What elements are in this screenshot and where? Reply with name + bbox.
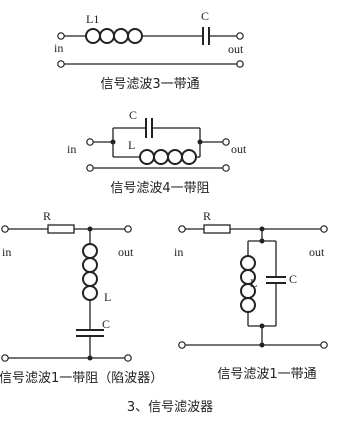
resistor-r xyxy=(47,224,75,234)
circuit-bandstop-parallel-tank: C L in out 信号滤波4一带阻 xyxy=(67,108,247,196)
inductor-l xyxy=(240,255,256,313)
capacitor-label: C xyxy=(129,108,137,122)
input-ground-terminal xyxy=(178,341,186,349)
input-label: in xyxy=(174,245,183,259)
capacitor-label: C xyxy=(289,272,297,286)
input-label: in xyxy=(54,41,63,55)
resistor-r xyxy=(203,224,231,234)
output-ground-terminal xyxy=(320,341,328,349)
inductor-label: L xyxy=(104,290,111,304)
capacitor-label: C xyxy=(102,317,110,331)
input-terminal xyxy=(86,138,94,146)
capacitor-c xyxy=(202,27,210,45)
input-ground-terminal xyxy=(1,354,9,362)
circuit-notch-filter: R L C in out 信号滤波1一带阻（陷波器） xyxy=(0,209,163,386)
output-label: out xyxy=(231,142,247,156)
input-label: in xyxy=(2,245,11,259)
circuit-caption: 信号滤波1一带阻（陷波器） xyxy=(0,371,163,386)
figure-caption: 3、信号滤波器 xyxy=(127,400,213,415)
input-ground-terminal xyxy=(57,60,65,68)
resistor-label: R xyxy=(203,209,211,223)
capacitor-c xyxy=(76,329,104,337)
input-terminal xyxy=(1,225,9,233)
circuit-bandpass-shunt-tank: R L C in out 信号滤波1一带通 xyxy=(174,209,328,382)
junction-dot xyxy=(110,139,116,145)
inductor-label: L1 xyxy=(86,12,99,26)
output-label: out xyxy=(118,245,134,259)
capacitor-c xyxy=(266,276,286,284)
inductor-label: L xyxy=(250,276,257,290)
output-terminal xyxy=(236,32,244,40)
output-ground-terminal xyxy=(124,354,132,362)
output-terminal xyxy=(124,225,132,233)
output-label: out xyxy=(228,42,244,56)
input-ground-terminal xyxy=(86,164,94,172)
inductor-l xyxy=(82,243,98,301)
circuit-caption: 信号滤波1一带通 xyxy=(217,367,316,382)
circuit-caption: 信号滤波3一带通 xyxy=(100,77,199,92)
input-label: in xyxy=(67,142,76,156)
junction-dot xyxy=(197,139,203,145)
inductor-label: L xyxy=(128,138,135,152)
capacitor-label: C xyxy=(201,9,209,23)
resistor-label: R xyxy=(43,209,51,223)
inductor-l xyxy=(139,149,197,165)
output-ground-terminal xyxy=(236,60,244,68)
capacitor-c xyxy=(145,118,153,138)
circuit-caption: 信号滤波4一带阻 xyxy=(110,181,209,196)
input-terminal xyxy=(57,32,65,40)
output-label: out xyxy=(309,245,325,259)
inductor-l1 xyxy=(85,28,143,44)
output-ground-terminal xyxy=(222,164,230,172)
circuit-bandpass-series: L1 C in out 信号滤波3一带通 xyxy=(54,9,244,92)
output-terminal xyxy=(320,225,328,233)
input-terminal xyxy=(178,225,186,233)
output-terminal xyxy=(222,138,230,146)
